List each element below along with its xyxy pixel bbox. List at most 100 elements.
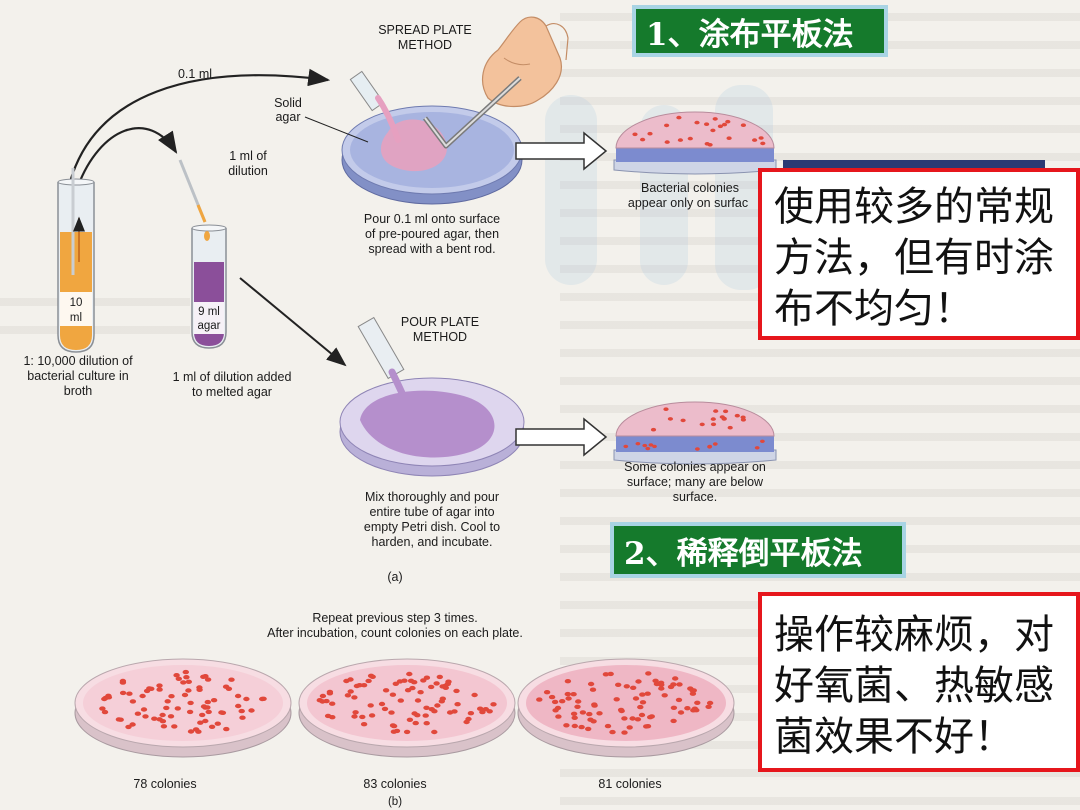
- colony-dot: [694, 700, 701, 705]
- colony-dot: [632, 696, 640, 701]
- colony-dot: [587, 681, 595, 687]
- note-line: 布不均匀！: [774, 286, 974, 332]
- colony-dot: [326, 689, 334, 695]
- colony-dot: [368, 713, 376, 718]
- agar-caption: to melted agar: [192, 385, 272, 399]
- colony-dot: [571, 723, 578, 729]
- colony-dot: [587, 717, 594, 722]
- colony-dot: [174, 706, 181, 711]
- spread-plate-title: METHOD: [398, 38, 452, 52]
- colony-dot: [126, 691, 133, 696]
- colony-dot: [186, 709, 194, 715]
- colony-dot: [248, 708, 255, 713]
- colony-dot: [647, 715, 654, 720]
- colony-dot: [543, 690, 551, 695]
- colony-dot: [434, 703, 441, 708]
- colony-dot: [710, 417, 716, 421]
- colony-dot: [477, 706, 484, 711]
- agar-caption: 1 ml of dilution added: [173, 370, 292, 384]
- pour-plate-title: METHOD: [413, 330, 467, 344]
- colony-dot: [637, 704, 644, 710]
- colony-dot: [163, 705, 170, 711]
- colony-dot: [689, 691, 697, 696]
- colony-dot: [664, 123, 670, 128]
- solid-agar-label: Solid: [274, 96, 302, 110]
- colony-dot: [689, 688, 696, 693]
- colony-dot: [727, 425, 733, 430]
- colony-dot: [196, 687, 203, 692]
- colony-dot: [204, 677, 212, 682]
- pipette: [349, 70, 401, 143]
- colony-dot: [351, 695, 358, 700]
- colony-dot: [664, 140, 670, 144]
- pour-caption: Mix thoroughly and pour: [365, 490, 499, 504]
- colony-dot: [635, 442, 641, 446]
- colony-dot: [382, 688, 390, 693]
- colony-dot: [99, 706, 106, 711]
- background-tube-shape: [545, 95, 597, 285]
- colony-dot: [199, 712, 206, 718]
- colony-dot: [670, 718, 677, 724]
- pouring-tube: [357, 316, 416, 419]
- panel-label-b: (b): [388, 796, 402, 808]
- colony-dot: [175, 676, 182, 681]
- colony-dot: [596, 711, 603, 716]
- dilution-label: 1 ml of: [229, 149, 267, 163]
- colony-dot: [712, 442, 718, 446]
- colony-dot: [453, 688, 460, 694]
- colony-dot: [353, 683, 361, 689]
- colony-dot: [667, 417, 674, 421]
- colony-dot: [760, 141, 766, 146]
- colony-dot: [388, 710, 395, 715]
- colony-dot: [151, 716, 158, 721]
- colony-dot: [726, 136, 732, 140]
- colony-dot: [367, 703, 374, 708]
- colony-dot: [139, 693, 146, 699]
- spread-caption: Pour 0.1 ml onto surface: [364, 212, 500, 226]
- colony-dot: [173, 673, 180, 678]
- colony-dot: [428, 684, 435, 690]
- repeat-caption: After incubation, count colonies on each…: [267, 626, 523, 640]
- panel-label-a: (a): [387, 570, 402, 584]
- colony-dot: [406, 671, 413, 677]
- note-line: 好氧菌、热敏感: [774, 663, 1054, 709]
- colony-dot: [420, 678, 427, 683]
- colony-dot: [140, 707, 148, 712]
- colony-dot: [439, 696, 446, 701]
- broth-volume: 10: [70, 297, 83, 309]
- colony-dot: [369, 674, 376, 679]
- spread-result-caption: Bacterial colonies: [641, 181, 739, 195]
- colony-dot: [406, 717, 414, 722]
- colony-dot: [156, 687, 163, 692]
- colony-dot: [259, 696, 266, 702]
- colony-dot: [454, 702, 461, 707]
- solid-agar-pointer: [304, 116, 369, 143]
- colony-dot: [471, 692, 478, 698]
- colony-dot: [740, 123, 747, 127]
- colony-dot: [324, 713, 332, 719]
- colony-dot: [360, 683, 368, 688]
- colony-dot: [239, 715, 246, 720]
- colony-dot: [684, 706, 691, 711]
- colony-dot: [433, 681, 440, 686]
- spread-caption: spread with a bent rod.: [368, 242, 495, 256]
- broth-volume: ml: [70, 312, 82, 324]
- colony-dot: [181, 692, 189, 698]
- colony-dot: [164, 699, 171, 704]
- plate-count-label: 81 colonies: [598, 777, 661, 791]
- colony-dot: [205, 709, 212, 715]
- colony-dot: [378, 701, 386, 707]
- bent-rod: [423, 76, 522, 149]
- colony-dot: [591, 703, 598, 708]
- pour-caption: entire tube of agar into: [369, 505, 494, 519]
- arrow-to-pour-plate: [239, 277, 347, 367]
- colony-dot: [713, 409, 719, 413]
- colony-dot: [699, 422, 705, 427]
- spread-plate-dish: [341, 105, 523, 205]
- pour-plate-dish: [339, 377, 525, 477]
- colony-dot: [208, 724, 216, 729]
- colony-dot: [658, 686, 665, 691]
- colony-dot: [706, 700, 714, 706]
- colony-dot: [712, 117, 718, 121]
- colony-dot: [721, 122, 728, 127]
